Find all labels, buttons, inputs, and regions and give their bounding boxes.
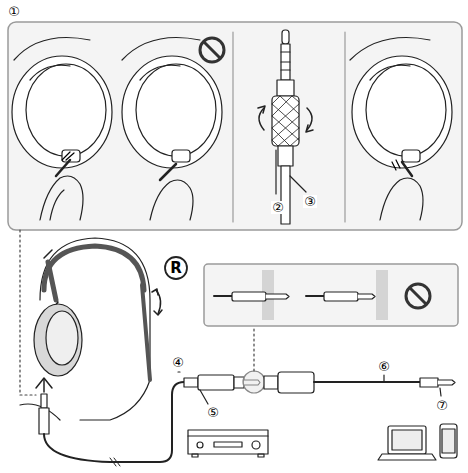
callout-number: ② [271,201,285,214]
callout-number: ③ [303,195,317,208]
callout-number: ⑥ [377,360,391,373]
callout-number: ⑤ [206,406,220,419]
callout-number: ① [7,5,21,18]
right-mark: R [169,261,183,276]
callout-number: ④ [171,356,185,369]
callout-number: ⑦ [435,399,449,412]
